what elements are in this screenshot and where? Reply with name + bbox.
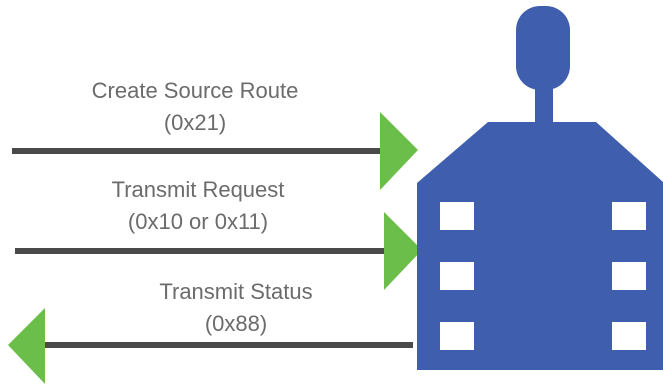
left-pin-slot	[440, 262, 474, 290]
arrow-right-icon	[380, 112, 418, 190]
message-name-label: Transmit Request	[112, 177, 285, 202]
message-create-source-route: Create Source Route (0x21)	[12, 78, 418, 190]
message-transmit-status: Transmit Status (0x88)	[8, 279, 413, 384]
right-pin-slot	[612, 322, 646, 350]
arrow-right-icon	[384, 212, 422, 290]
arrow-left-icon	[8, 308, 45, 384]
left-pin-slot	[440, 322, 474, 350]
message-transmit-request: Transmit Request (0x10 or 0x11)	[15, 177, 422, 290]
message-name-label: Transmit Status	[159, 279, 312, 304]
xbee-radio-module-icon	[417, 6, 663, 370]
message-code-label: (0x88)	[205, 311, 267, 336]
device-body	[417, 122, 663, 370]
message-code-label: (0x21)	[164, 110, 226, 135]
antenna-stem	[535, 86, 553, 126]
antenna-tip	[516, 6, 570, 90]
message-name-label: Create Source Route	[92, 78, 299, 103]
arrow-line	[15, 248, 390, 254]
arrow-line	[12, 148, 388, 154]
arrow-line	[38, 342, 413, 348]
right-pin-slot	[612, 202, 646, 230]
right-pin-slot	[612, 262, 646, 290]
message-code-label: (0x10 or 0x11)	[128, 209, 268, 234]
left-pin-slot	[440, 202, 474, 230]
